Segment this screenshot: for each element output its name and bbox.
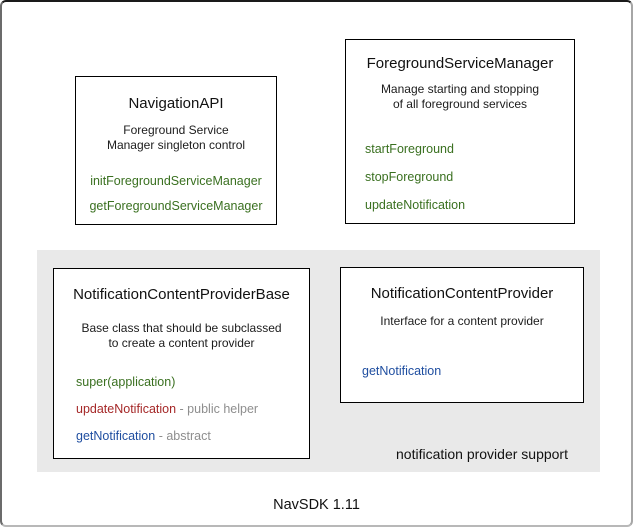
method-stop-foreground: stopForeground (365, 170, 454, 184)
class-box-navigation-api: NavigationAPI Foreground Service Manager… (75, 76, 277, 225)
class-title: NavigationAPI (128, 95, 224, 112)
diagram-caption: NavSDK 1.11 (273, 497, 360, 513)
description-line: of all foreground services (392, 97, 528, 111)
class-description: Manage starting and stopping of all fore… (346, 82, 574, 112)
method-update-notification: updateNotification - public helper (76, 402, 309, 416)
method-annotation: - public helper (176, 402, 259, 416)
description-line: Interface for a content provider (380, 314, 544, 328)
method-init-foreground-service-manager: initForegroundServiceManager (90, 174, 262, 188)
method-list: super(application) updateNotification - … (54, 375, 309, 443)
class-description: Foreground Service Manager singleton con… (76, 123, 276, 153)
description-line: Manager singleton control (106, 138, 246, 152)
method-name: updateNotification (76, 402, 177, 416)
description-line: to create a content provider (108, 336, 255, 350)
class-box-notification-content-provider-base: NotificationContentProviderBase Base cla… (53, 268, 310, 459)
method-name: getNotification (76, 429, 156, 443)
method-get-notification: getNotification (362, 364, 442, 378)
class-title: NotificationContentProviderBase (73, 286, 290, 303)
class-box-foreground-service-manager: ForegroundServiceManager Manage starting… (345, 39, 575, 224)
method-name: super(application) (76, 375, 176, 389)
class-description: Base class that should be subclassed to … (54, 321, 309, 351)
class-title: NotificationContentProvider (370, 285, 554, 302)
method-list: startForeground stopForeground updateNot… (346, 142, 574, 212)
description-line: Base class that should be subclassed (81, 321, 282, 335)
description-line: Manage starting and stopping (380, 82, 540, 96)
method-list: initForegroundServiceManager getForegrou… (76, 174, 276, 213)
method-annotation: - abstract (155, 429, 211, 443)
description-line: Foreground Service (123, 123, 229, 137)
method-start-foreground: startForeground (365, 142, 454, 156)
group-label-notification-provider-support: notification provider support (396, 446, 568, 462)
method-update-notification: updateNotification (365, 198, 466, 212)
method-super-application: super(application) (76, 375, 309, 389)
method-get-foreground-service-manager: getForegroundServiceManager (89, 199, 263, 213)
method-list: getNotification (341, 364, 583, 378)
class-box-notification-content-provider: NotificationContentProvider Interface fo… (340, 267, 584, 403)
method-get-notification: getNotification - abstract (76, 429, 309, 443)
class-description: Interface for a content provider (341, 314, 583, 329)
class-title: ForegroundServiceManager (366, 55, 554, 72)
